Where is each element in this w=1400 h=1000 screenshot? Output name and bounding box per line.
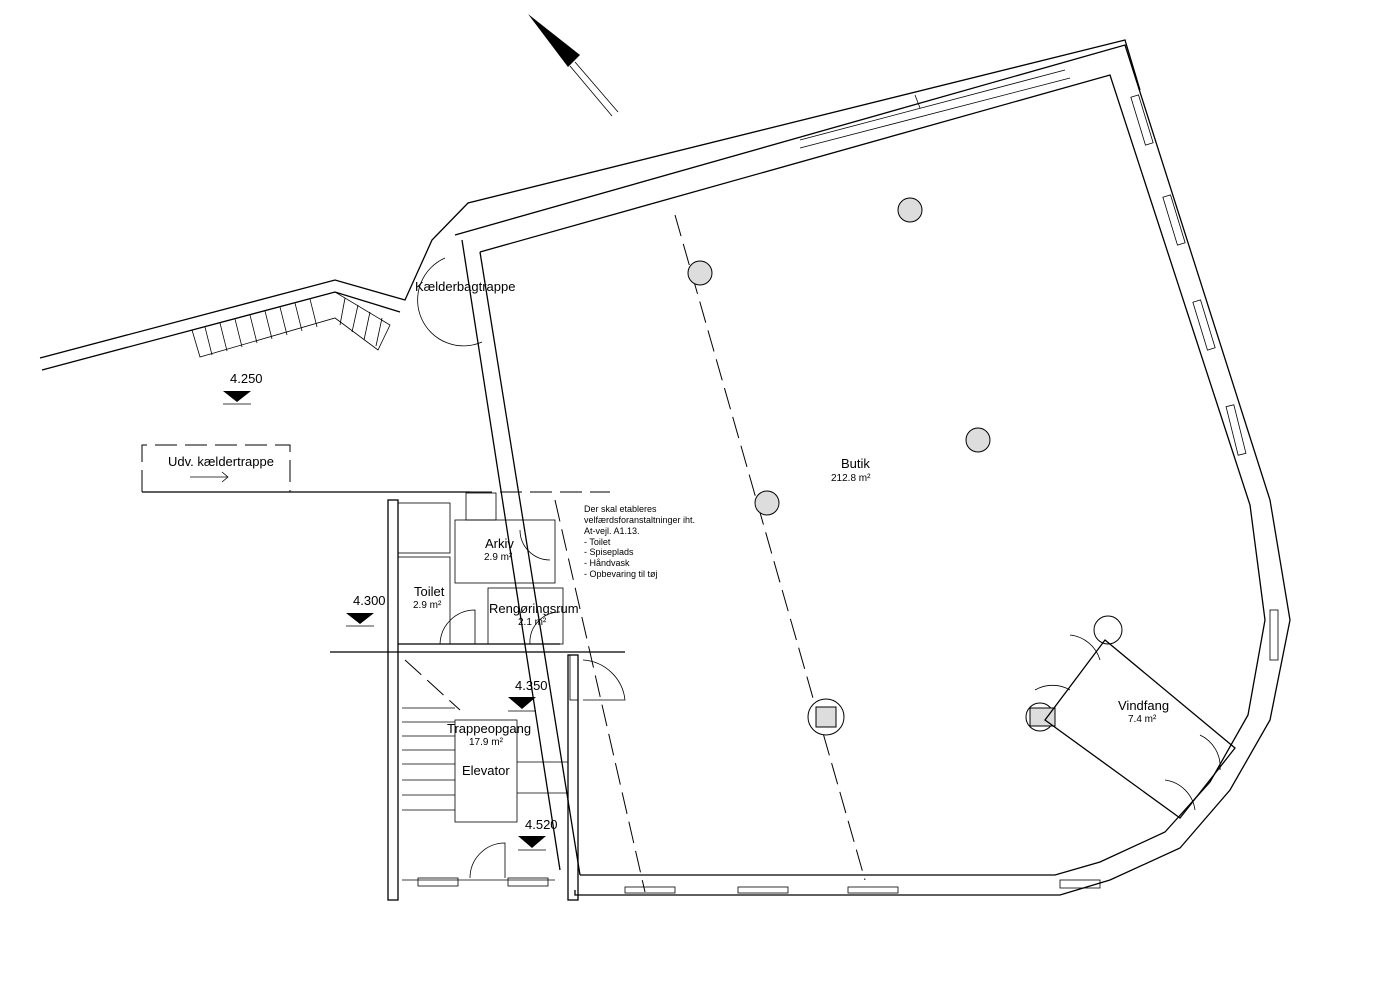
level-label: 4.300 <box>353 593 386 608</box>
room-name-elevator: Elevator <box>462 763 510 778</box>
level-label: 4.250 <box>230 371 263 386</box>
axis-line <box>554 499 646 893</box>
room-name-vindfang: Vindfang <box>1118 698 1169 713</box>
level-marker-icon <box>508 697 536 712</box>
note-line: - Toilet <box>584 537 611 547</box>
exterior-walls <box>39 39 1291 896</box>
outdoor-stair-box <box>141 444 470 493</box>
note-line: At-vejl. A1.13. <box>584 526 640 536</box>
note-line: Der skal etableres <box>584 504 657 514</box>
note-line: - Opbevaring til tøj <box>584 569 658 579</box>
label-kaelderbagtrappe: Kælderbagtrappe <box>415 279 515 294</box>
room-name-arkiv: Arkiv <box>485 536 514 551</box>
room-area-toilet: 2.9 m² <box>413 600 442 611</box>
room-area-rengoringsrum: 2.1 m² <box>518 617 547 628</box>
room-name-butik: Butik <box>841 456 870 471</box>
room-area-arkiv: 2.9 m² <box>484 552 513 563</box>
service-core <box>330 492 626 901</box>
vindfang-walls <box>1044 639 1236 819</box>
room-area-butik: 212.8 m² <box>831 473 871 484</box>
level-marker-icon <box>518 836 546 851</box>
label-udv-kaeldertrappe: Udv. kældertrappe <box>168 454 274 469</box>
room-name-trappeopgang: Trappeopgang <box>447 721 531 736</box>
room-name-toilet: Toilet <box>414 584 445 599</box>
room-name-rengoringsrum: Rengøringsrum <box>489 601 579 616</box>
note-line: - Håndvask <box>584 558 630 568</box>
note-line: - Spiseplads <box>584 547 634 557</box>
note-line: velfærdsforanstaltninger iht. <box>584 515 695 525</box>
axis-line <box>674 214 866 881</box>
level-label: 4.520 <box>525 817 558 832</box>
room-area-trappeopgang: 17.9 m² <box>469 737 504 748</box>
room-area-vindfang: 7.4 m² <box>1128 714 1157 725</box>
columns <box>687 197 1123 736</box>
level-marker-icon <box>223 391 251 405</box>
level-label: 4.350 <box>515 678 548 693</box>
welfare-note: Der skal etableres velfærdsforanstaltnin… <box>584 504 695 579</box>
north-arrow-icon <box>528 14 619 117</box>
level-marker-icon <box>346 613 374 627</box>
